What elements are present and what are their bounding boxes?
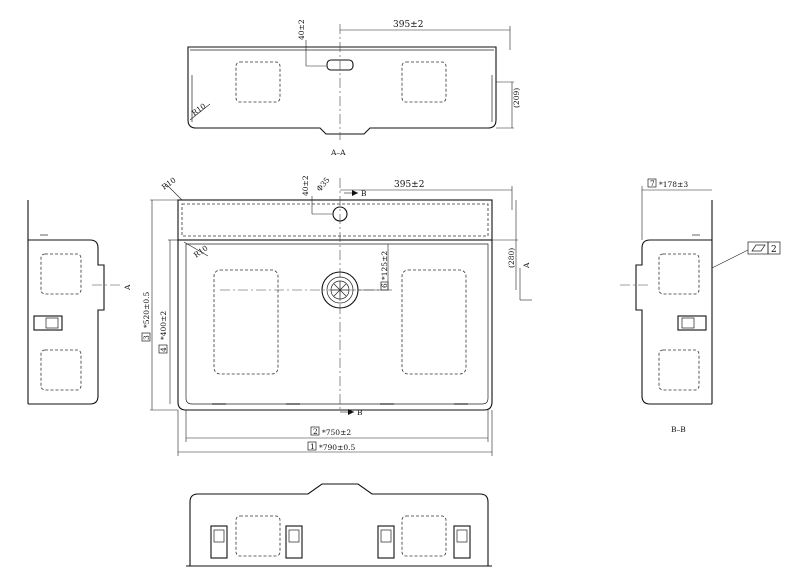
hole-dia-dim: Φ35 xyxy=(315,175,332,193)
left-a-mark: A xyxy=(123,284,132,291)
left-side-view: A xyxy=(27,200,132,405)
outer-width-dim: *790±0.5 xyxy=(319,443,356,452)
inner-height-box: 4 xyxy=(159,347,168,352)
outer-height-dim: *520±0.5 xyxy=(142,291,151,328)
plan-offset-dim: 40±2 xyxy=(301,175,310,196)
inner-height-dim: *400±2 xyxy=(159,311,168,340)
top-offset-dim: 40±2 xyxy=(297,19,306,40)
right-a-mark: A xyxy=(522,262,531,269)
outer-width-box: 1 xyxy=(310,442,315,451)
plan-width-dim: 395±2 xyxy=(394,180,424,190)
plan-right-height: (280) xyxy=(507,248,516,268)
drain-offset-dim: *125±2 xyxy=(380,251,389,280)
outer-height-box: 3 xyxy=(142,335,151,340)
plan-view: B B A 395±2 40±2 Φ35 (280) 6 *125±2 3 * xyxy=(141,175,532,456)
bottom-elevation xyxy=(186,483,492,567)
depth-dim: *178±3 xyxy=(659,180,688,189)
b-top-mark: B xyxy=(361,189,367,198)
top-section-view: 395±2 40±2 (209) R10 A–A xyxy=(187,19,521,157)
depth-box: 7 xyxy=(650,179,655,188)
top-width-dim: 395±2 xyxy=(393,20,423,30)
b-bottom-mark: B xyxy=(357,408,363,417)
drain-box-label: 6 xyxy=(380,283,389,288)
outer-radius: R10 xyxy=(160,175,178,191)
top-height-dim: (209) xyxy=(512,88,521,108)
side-view-label: B–B xyxy=(671,425,686,434)
top-view-label: A–A xyxy=(330,148,346,157)
inner-width-box: 2 xyxy=(313,427,318,436)
inner-radius: R10 xyxy=(192,243,210,259)
inner-width-dim: *750±2 xyxy=(322,428,351,437)
flatness-value: 2 xyxy=(771,245,777,255)
right-side-view: 7 *178±3 2 B–B xyxy=(620,178,781,434)
top-radius: R10 xyxy=(190,101,208,117)
